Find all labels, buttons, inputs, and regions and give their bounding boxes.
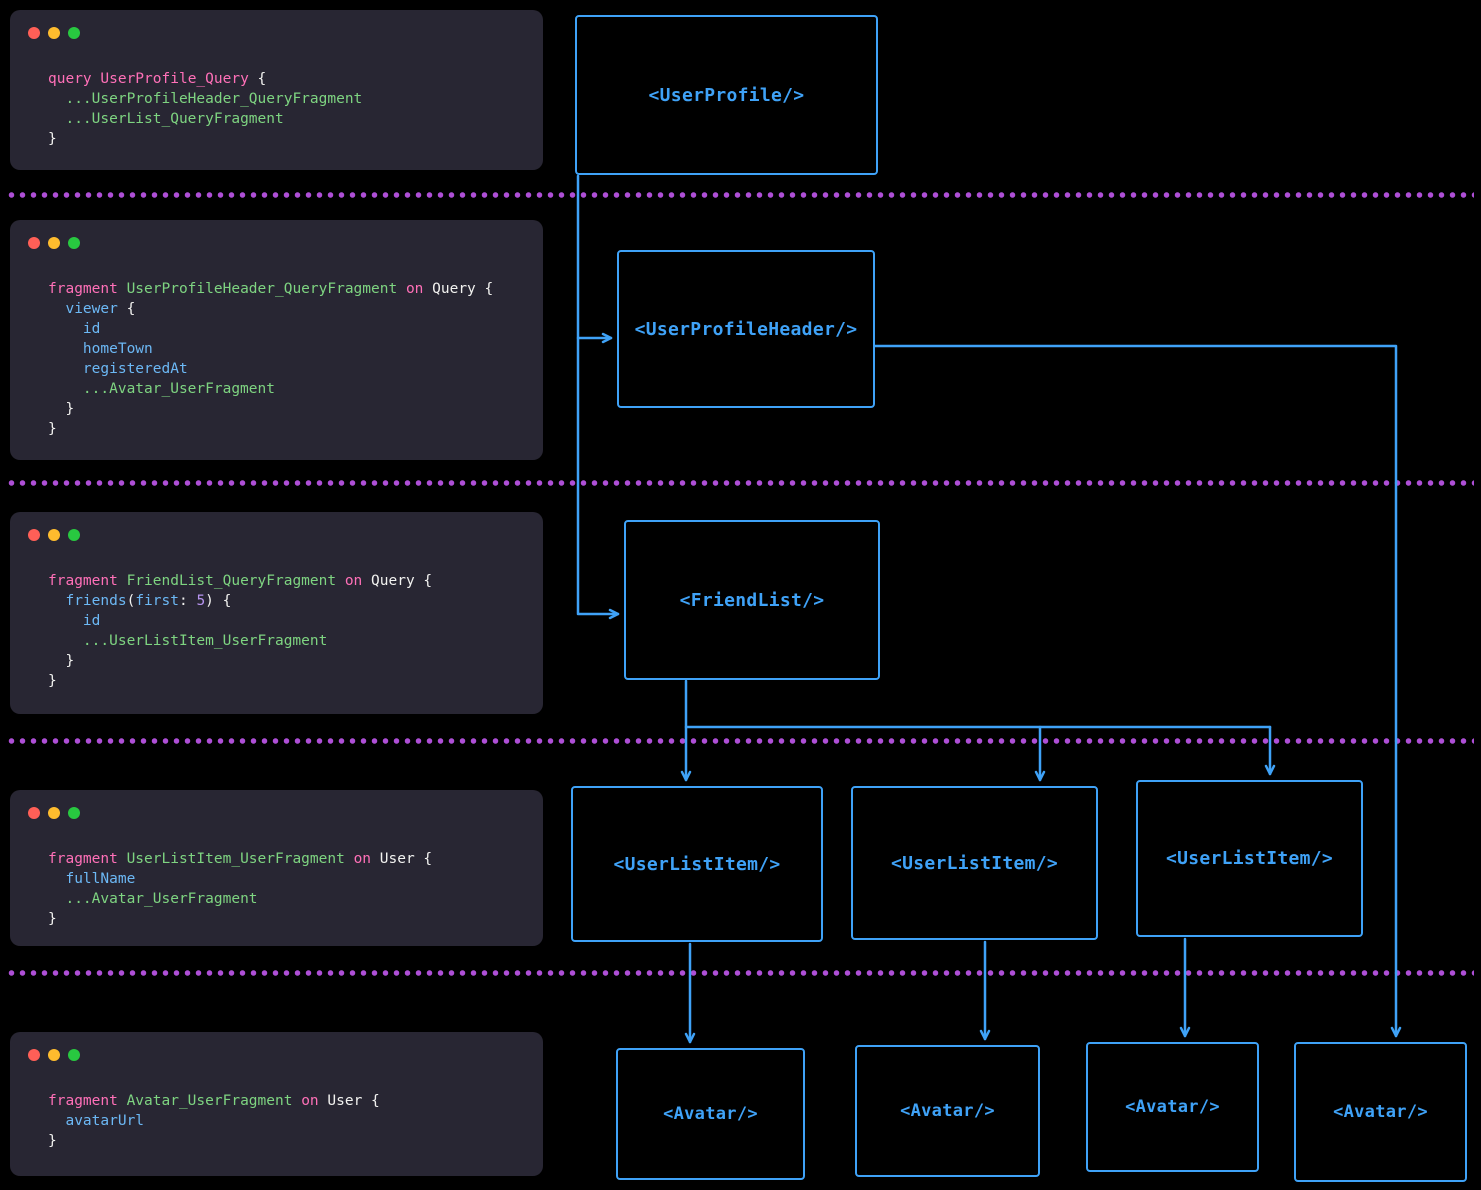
window-controls	[28, 237, 543, 249]
traffic-light-yellow-icon	[48, 1049, 60, 1061]
traffic-light-red-icon	[28, 1049, 40, 1061]
code-content-user-profile-header-fragment: fragment UserProfileHeader_QueryFragment…	[48, 281, 494, 437]
code-window-user-list-item-fragment: fragment UserListItem_UserFragment on Us…	[10, 790, 543, 946]
component-label-user-profile: <UserProfile/>	[648, 84, 805, 106]
traffic-light-green-icon	[68, 27, 80, 39]
component-label-user-list-item-3: <UserListItem/>	[1165, 848, 1334, 869]
component-box-user-profile-header: <UserProfileHeader/>	[617, 250, 875, 408]
component-box-user-profile: <UserProfile/>	[575, 15, 878, 175]
code-window-friend-list-fragment: fragment FriendList_QueryFragment on Que…	[10, 512, 543, 714]
component-label-avatar-2: <Avatar/>	[900, 1101, 995, 1121]
traffic-light-red-icon	[28, 27, 40, 39]
component-label-avatar-1: <Avatar/>	[663, 1104, 758, 1124]
component-label-friend-list: <FriendList/>	[679, 589, 825, 611]
code-window-avatar-fragment: fragment Avatar_UserFragment on User { a…	[10, 1032, 543, 1176]
traffic-light-yellow-icon	[48, 27, 60, 39]
component-box-user-list-item-3: <UserListItem/>	[1136, 780, 1363, 937]
component-label-user-list-item-2: <UserListItem/>	[890, 852, 1059, 874]
traffic-light-red-icon	[28, 237, 40, 249]
separator-dotted-1	[6, 192, 1474, 198]
component-box-avatar-2: <Avatar/>	[855, 1045, 1040, 1177]
component-label-user-profile-header: <UserProfileHeader/>	[634, 318, 858, 340]
component-label-avatar-3: <Avatar/>	[1125, 1097, 1220, 1117]
component-box-friend-list: <FriendList/>	[624, 520, 880, 680]
component-box-user-list-item-1: <UserListItem/>	[571, 786, 823, 942]
traffic-light-green-icon	[68, 807, 80, 819]
component-box-avatar-4: <Avatar/>	[1294, 1042, 1467, 1182]
component-label-user-list-item-1: <UserListItem/>	[613, 853, 781, 875]
component-label-avatar-4: <Avatar/>	[1333, 1102, 1428, 1122]
traffic-light-green-icon	[68, 529, 80, 541]
code-content-user-profile-query: query UserProfile_Query { ...UserProfile…	[48, 71, 363, 147]
connector-userprofile-to-friendlist	[576, 174, 620, 620]
traffic-light-yellow-icon	[48, 529, 60, 541]
separator-dotted-4	[6, 970, 1474, 976]
traffic-light-yellow-icon	[48, 237, 60, 249]
window-controls	[28, 529, 543, 541]
separator-dotted-2	[6, 480, 1474, 486]
code-content-avatar-fragment: fragment Avatar_UserFragment on User { a…	[48, 1093, 380, 1149]
window-controls	[28, 27, 543, 39]
code-window-user-profile-header-fragment: fragment UserProfileHeader_QueryFragment…	[10, 220, 543, 460]
window-controls	[28, 1049, 543, 1061]
separator-dotted-3	[6, 738, 1474, 744]
code-window-user-profile-query: query UserProfile_Query { ...UserProfile…	[10, 10, 543, 170]
window-controls	[28, 807, 543, 819]
traffic-light-green-icon	[68, 1049, 80, 1061]
traffic-light-yellow-icon	[48, 807, 60, 819]
traffic-light-red-icon	[28, 807, 40, 819]
component-box-avatar-1: <Avatar/>	[616, 1048, 805, 1180]
traffic-light-green-icon	[68, 237, 80, 249]
component-box-user-list-item-2: <UserListItem/>	[851, 786, 1098, 940]
code-content-friend-list-fragment: fragment FriendList_QueryFragment on Que…	[48, 573, 433, 689]
component-box-avatar-3: <Avatar/>	[1086, 1042, 1259, 1172]
code-content-user-list-item-fragment: fragment UserListItem_UserFragment on Us…	[48, 851, 433, 927]
traffic-light-red-icon	[28, 529, 40, 541]
